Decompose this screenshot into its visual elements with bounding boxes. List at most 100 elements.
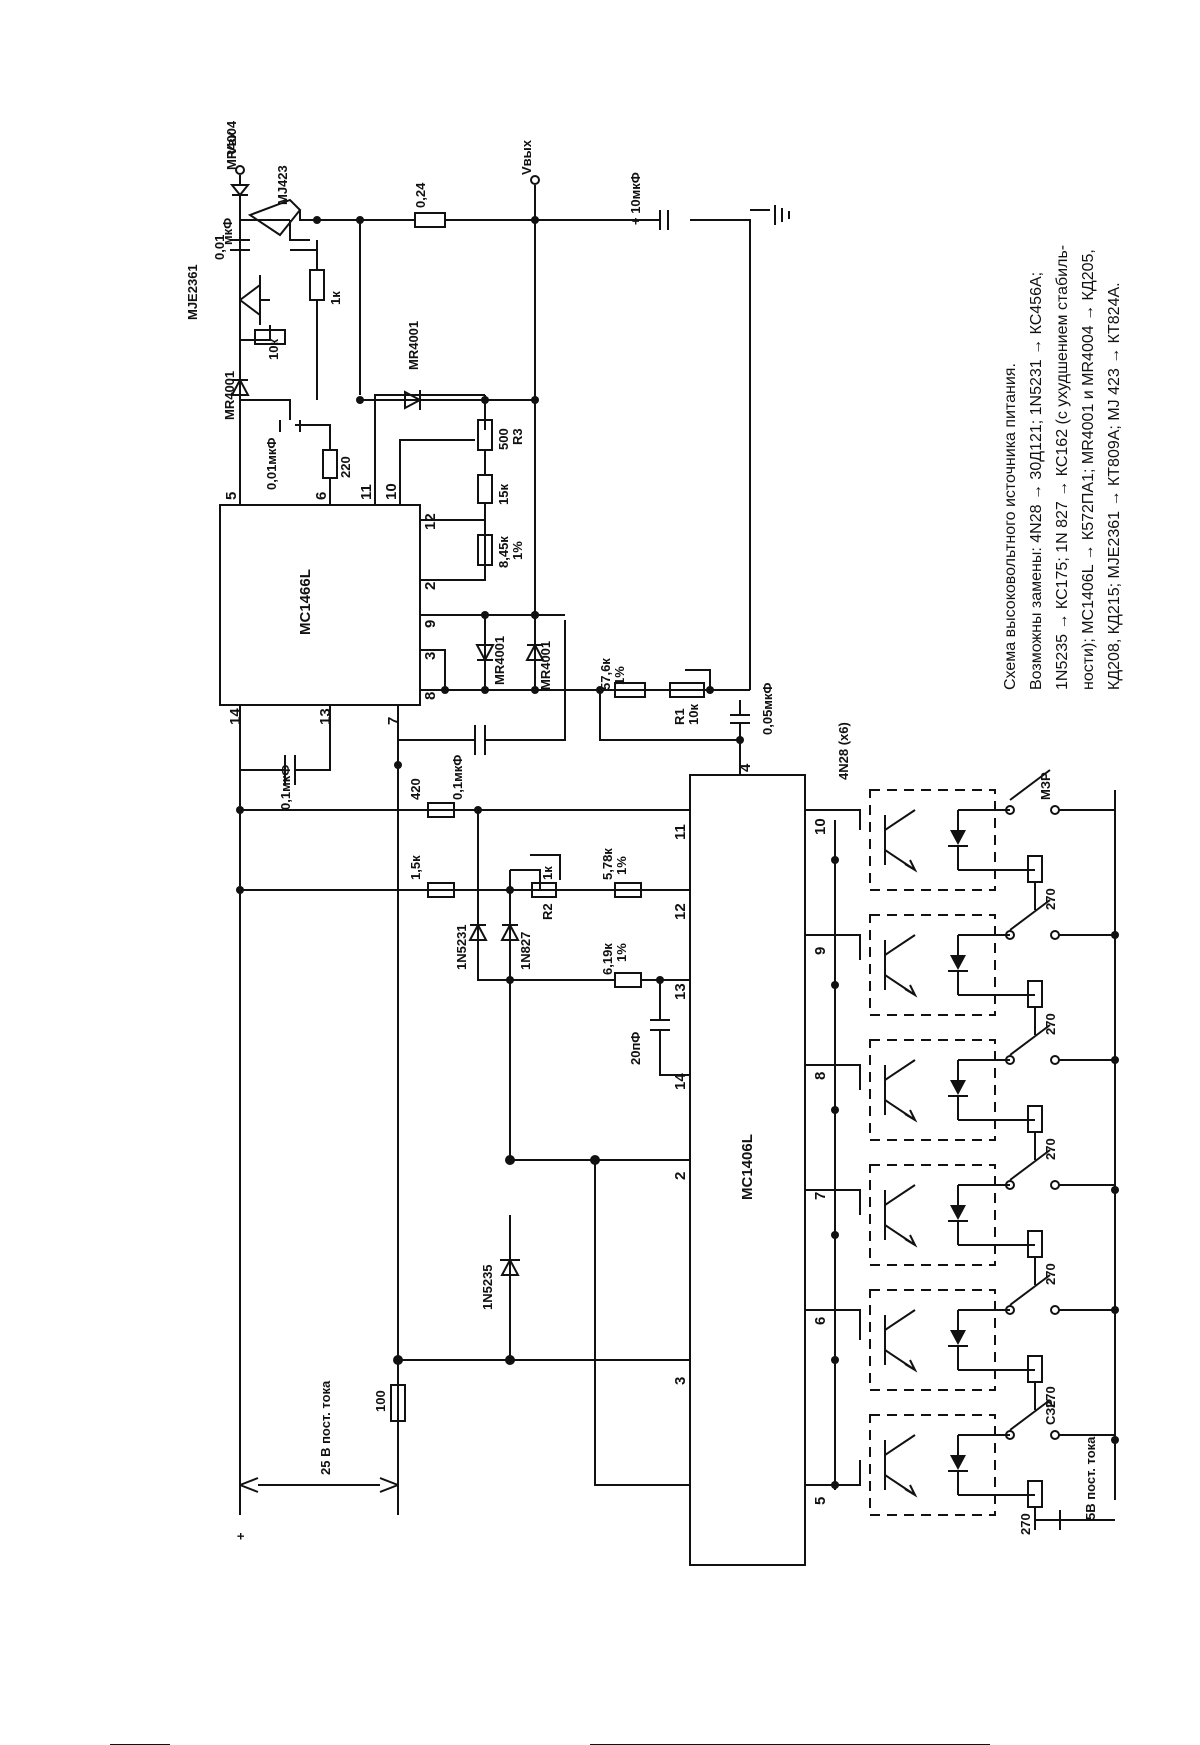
label-c005: 0,05мкФ	[760, 682, 775, 735]
label-mr4001-b: MR4001	[406, 321, 421, 370]
caption-line4: КД208, КД215; MJE2361 → КТ809А; MJ 423 →…	[1106, 282, 1124, 690]
wire-top-rail	[300, 210, 750, 690]
label-r576-tol: 1%	[612, 666, 627, 685]
ic2-pin4: 4	[737, 763, 754, 772]
label-c10u: + 10мкФ	[628, 172, 643, 225]
wire-r1-wiper	[685, 670, 710, 690]
ic1-pin10: 10	[383, 483, 400, 500]
dim-arrow-left	[240, 1478, 258, 1492]
label-r270-4: 270	[1043, 1263, 1058, 1285]
caption-line3: ности); МС1406L → К572ПА1; MR4001 и MR40…	[1080, 249, 1098, 690]
opto-transistor-5	[885, 1310, 915, 1370]
label-r500: 500	[496, 428, 511, 450]
ic2-pin10: 10	[812, 818, 829, 835]
label-c20p: 20пФ	[628, 1032, 643, 1065]
label-msr: МЗР	[1038, 772, 1053, 800]
label-r619: 6,19к	[600, 943, 615, 975]
label-r420: 420	[408, 778, 423, 800]
diode-mr4004	[232, 175, 248, 195]
label-r270-3: 270	[1043, 1138, 1058, 1160]
opto-transistor-1	[885, 810, 915, 870]
res-15k	[478, 475, 492, 503]
cap-005u	[730, 700, 750, 740]
label-r15k: 15к	[496, 484, 511, 505]
ic1-pin8: 8	[422, 692, 439, 700]
ic2-pin9: 9	[812, 947, 829, 955]
ic2-pin12: 12	[672, 903, 689, 920]
ic1-pin6: 6	[313, 492, 330, 500]
opto-transistor-2	[885, 935, 915, 995]
label-r220: 220	[338, 456, 353, 478]
ic1-pin13: 13	[317, 708, 334, 725]
wire-c001	[240, 400, 290, 420]
label-r270-5: 270	[1043, 1386, 1058, 1408]
opto-transistor-6	[885, 1435, 915, 1495]
ic2-pin7: 7	[812, 1192, 829, 1200]
ic2-pin11: 11	[672, 824, 689, 840]
ic-mc1466l-body	[220, 505, 420, 705]
label-c01-7: 0,1мкФ	[450, 755, 465, 800]
label-mr4001-a: MR4001	[222, 371, 237, 420]
cap-001u-top	[230, 220, 270, 300]
res-6k19	[615, 973, 641, 987]
switch-outputs	[1059, 810, 1115, 1435]
caption-title: Схема высоковольтного источника питания.	[1002, 363, 1020, 690]
ic1-pin3: 3	[422, 652, 439, 660]
label-r619-tol: 1%	[614, 943, 629, 962]
ic1-pin9: 9	[422, 620, 439, 628]
opto-input-wires	[805, 810, 860, 1485]
label-r15k-b: 1,5к	[408, 855, 423, 880]
label-r270-6: 270	[1018, 1513, 1033, 1535]
label-plus: +	[233, 1532, 248, 1540]
ic1-pin5: 5	[223, 492, 240, 500]
label-vin: Vвх	[224, 130, 239, 155]
label-d1n827: 1N827	[518, 932, 533, 970]
label-r2: R2	[540, 903, 555, 920]
label-mr4001-d: MR4001	[538, 641, 553, 690]
wire-pin2-5	[510, 1160, 690, 1485]
res-220	[323, 450, 337, 478]
label-v5: 5В пост. тока	[1083, 1436, 1098, 1520]
label-r578: 5,78к	[600, 848, 615, 880]
ic1-pin14: 14	[227, 708, 244, 725]
label-d1n5231: 1N5231	[454, 924, 469, 970]
dim-arrow-right	[380, 1478, 398, 1492]
ic1-pin2: 2	[422, 582, 439, 590]
label-c001-p6: 0,01мкФ	[264, 437, 279, 490]
label-c001b: мкФ	[220, 218, 235, 245]
opto-transistor-4	[885, 1185, 915, 1245]
label-c01-13: 0,1мкФ	[278, 765, 293, 810]
v5-dim	[1035, 1510, 1115, 1530]
ic2-pin13: 13	[672, 983, 689, 1000]
label-d1n5235: 1N5235	[480, 1264, 495, 1310]
wire-r2	[510, 870, 540, 890]
label-opto: 4N28 (x6)	[836, 722, 851, 780]
label-mr4001-c: MR4001	[492, 636, 507, 685]
opto-leds	[950, 830, 966, 1470]
label-r845-tol: 1%	[510, 541, 525, 560]
ic1-pin7: 7	[385, 717, 402, 725]
res-0-24	[415, 213, 445, 227]
label-r1v: 10к	[686, 704, 701, 725]
ic2-pin6: 6	[812, 1317, 829, 1325]
wire-1k	[290, 240, 317, 400]
ic2-pin3: 3	[672, 1377, 689, 1385]
ic1-pin12: 12	[422, 513, 439, 530]
res-1k-top	[310, 270, 324, 300]
ic2-name: MC1406L	[739, 1134, 756, 1200]
label-r10k-top: 10к	[266, 339, 281, 360]
label-r845: 8,45к	[496, 536, 511, 568]
label-r1k-top: 1к	[328, 291, 343, 305]
ic1-name: MC1466L	[297, 569, 314, 635]
opto-led-wires	[958, 810, 1035, 1495]
label-mj423: MJ423	[275, 165, 290, 205]
label-r578-tol: 1%	[614, 856, 629, 875]
label-r270-1: 270	[1043, 888, 1058, 910]
caption-line2: 1N5235 → КС175; 1N 827 → КС162 (с ухудше…	[1054, 245, 1072, 690]
ic2-pin14: 14	[672, 1073, 689, 1090]
optocoupler-array	[805, 770, 1119, 1530]
label-r1: R1	[672, 708, 687, 725]
label-vout: Vвых	[519, 139, 534, 175]
label-r270-2: 270	[1043, 1013, 1058, 1035]
